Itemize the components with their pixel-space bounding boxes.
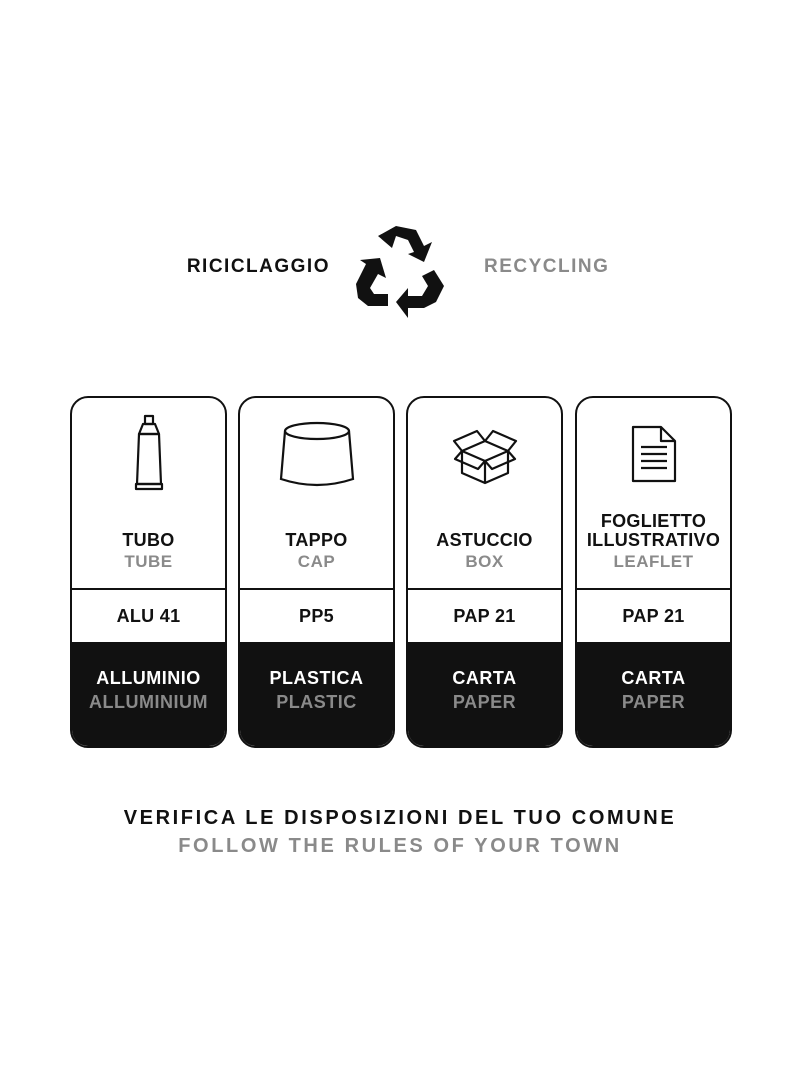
card-material: CARTA PAPER — [408, 642, 561, 746]
card-material-en: PAPER — [621, 692, 686, 712]
card-box: ASTUCCIO BOX PAP 21 CARTA PAPER — [406, 396, 563, 748]
card-material-it: ALLUMINIO — [96, 668, 201, 688]
tube-icon — [134, 414, 163, 491]
leaflet-icon — [631, 425, 676, 483]
card-material-en: PAPER — [452, 692, 517, 712]
card-name-it: ASTUCCIO — [436, 530, 533, 550]
footer-line-en: FOLLOW THE RULES OF YOUR TOWN — [178, 835, 622, 857]
card-material-en: ALLUMINIUM — [89, 692, 208, 712]
card-material-it: PLASTICA — [269, 668, 364, 688]
card-material-en: PLASTIC — [276, 692, 357, 712]
card-name-en: LEAFLET — [613, 552, 694, 571]
cap-icon — [279, 421, 354, 487]
footer-notice: VERIFICA LE DISPOSIZIONI DEL TUO COMUNE … — [0, 804, 800, 860]
card-material-it: CARTA — [452, 668, 517, 688]
card-name-en: CAP — [297, 552, 336, 571]
card-code: PAP 21 — [453, 605, 516, 626]
card-divider — [577, 588, 730, 590]
card-leaflet: FOGLIETTO ILLUSTRATIVO LEAFLET PAP 21 CA… — [575, 396, 732, 748]
card-material-it: CARTA — [621, 668, 686, 688]
card-code: ALU 41 — [116, 605, 181, 626]
card-name-it: TUBO — [122, 530, 175, 550]
card-name-it: FOGLIETTO ILLUSTRATIVO — [586, 511, 721, 550]
header-title-it: RICICLAGGIO — [186, 256, 330, 277]
card-material: PLASTICA PLASTIC — [240, 642, 393, 746]
recycling-cards: TUBO TUBE ALU 41 ALLUMINIO ALLUMINIUM TA… — [70, 396, 732, 748]
card-divider — [72, 588, 225, 590]
card-tube: TUBO TUBE ALU 41 ALLUMINIO ALLUMINIUM — [70, 396, 227, 748]
card-divider — [240, 588, 393, 590]
card-material: CARTA PAPER — [577, 642, 730, 746]
recycling-header: RICICLAGGIO RECYCLING — [0, 222, 800, 318]
box-icon — [452, 429, 517, 485]
card-code: PAP 21 — [622, 605, 685, 626]
card-name-en: BOX — [465, 552, 504, 571]
header-title-en: RECYCLING — [484, 256, 610, 277]
card-cap: TAPPO CAP PP5 PLASTICA PLASTIC — [238, 396, 395, 748]
card-material: ALLUMINIO ALLUMINIUM — [72, 642, 225, 746]
card-divider — [408, 588, 561, 590]
card-name-it: TAPPO — [285, 530, 348, 550]
recycle-icon — [356, 226, 444, 318]
card-name-en: TUBE — [124, 552, 173, 571]
footer-line-it: VERIFICA LE DISPOSIZIONI DEL TUO COMUNE — [123, 807, 677, 829]
card-code: PP5 — [299, 605, 334, 626]
